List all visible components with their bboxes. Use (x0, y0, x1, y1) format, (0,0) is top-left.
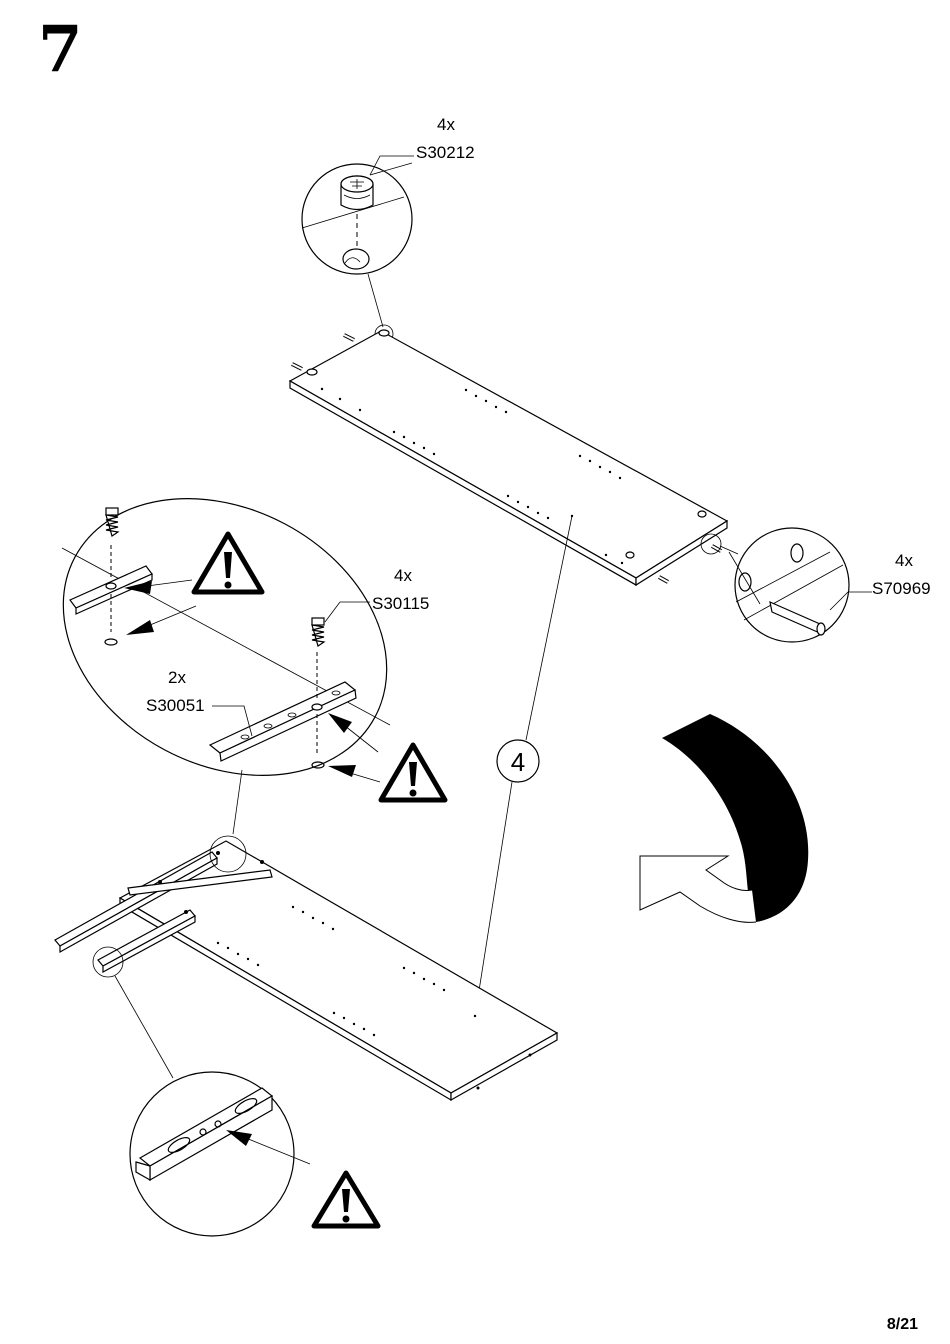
warning-icon (381, 745, 445, 800)
dowel-detail (720, 528, 872, 642)
runner-closeup (115, 976, 310, 1236)
warning-icon (314, 1173, 378, 1226)
cam-lock-detail (302, 156, 414, 343)
runner-detail (15, 444, 435, 834)
panel-callout-number: 4 (511, 747, 525, 777)
top-panel (290, 330, 727, 585)
warning-icon (194, 534, 262, 592)
rotate-arrow-icon (640, 714, 808, 922)
lower-panel (55, 836, 557, 1100)
